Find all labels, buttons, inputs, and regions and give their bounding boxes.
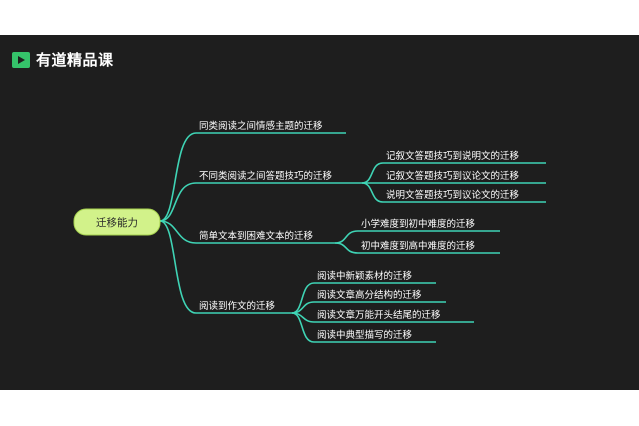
root-node-box — [73, 208, 161, 236]
play-logo-icon — [12, 51, 30, 68]
connector-b4-c4 — [291, 312, 315, 343]
slide-canvas: 有道精品课 迁移能力 — [0, 35, 639, 390]
connector-b2-c3 — [361, 182, 384, 203]
connector-root-b4 — [159, 220, 197, 314]
connector-root-b3 — [159, 220, 197, 244]
branch-4-child-3: 阅读文章万能开头结尾的迁移 — [317, 309, 441, 321]
mind-map: 迁移能力 同类阅读之间情感主题的迁移 不同类阅读之间答题技巧的迁移 简单文本到困… — [73, 120, 546, 343]
branch-4-label: 阅读到作文的迁移 — [199, 300, 276, 312]
branch-3-child-1: 小学难度到初中难度的迁移 — [361, 218, 476, 230]
branch-1-label: 同类阅读之间情感主题的迁移 — [199, 120, 323, 132]
branch-4-child-1: 阅读中新颖素材的迁移 — [317, 270, 413, 282]
connector-root-b1 — [159, 132, 197, 222]
connector-b3-c1 — [334, 230, 359, 244]
brand-name: 有道精品课 — [36, 51, 114, 69]
branch-2-child-3: 说明文答题技巧到议论文的迁移 — [386, 189, 520, 201]
branch-3-child-2: 初中难度到高中难度的迁移 — [361, 240, 476, 252]
branch-4-child-2: 阅读文章高分结构的迁移 — [317, 289, 422, 301]
connector-root-b2 — [159, 182, 197, 222]
branch-2-child-2: 记叙文答题技巧到议论文的迁移 — [386, 170, 520, 182]
bottom-white-band — [0, 390, 639, 426]
top-white-band — [0, 0, 639, 35]
branch-2-label: 不同类阅读之间答题技巧的迁移 — [199, 170, 333, 182]
branch-4-child-4: 阅读中典型描写的迁移 — [317, 329, 413, 341]
connector-b3-c2 — [334, 242, 359, 254]
brand-logo: 有道精品课 — [12, 49, 114, 70]
root-node-label: 迁移能力 — [96, 216, 138, 229]
connector-b2-c1 — [361, 162, 384, 184]
branch-2-child-1: 记叙文答题技巧到说明文的迁移 — [386, 150, 520, 162]
branch-3-label: 简单文本到困难文本的迁移 — [199, 230, 314, 242]
